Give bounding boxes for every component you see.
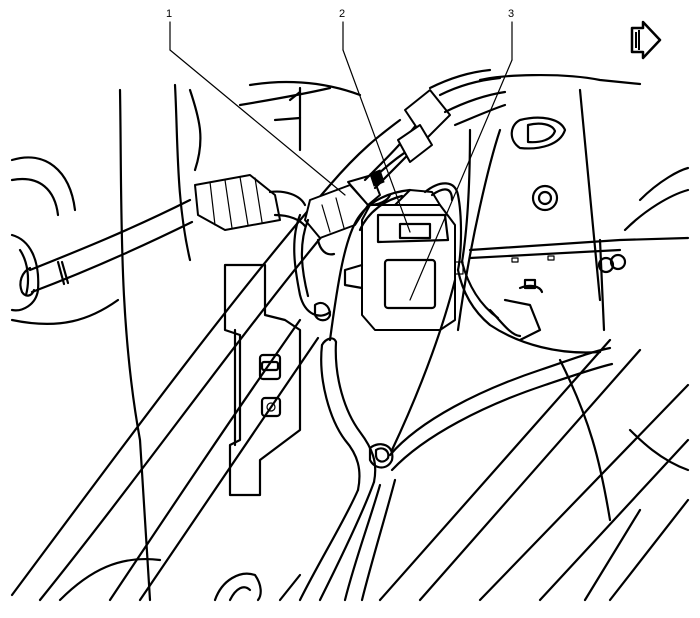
sensor-wiring-loop [293, 182, 463, 342]
pillar-trim-right [378, 338, 690, 602]
connector-lead-wires [363, 68, 507, 190]
callout-leaders [169, 21, 513, 301]
callout-1: 1 [166, 8, 172, 20]
wiring-harness-left [19, 198, 194, 297]
body-panel-right [456, 73, 690, 342]
harness-connector-left [194, 174, 307, 231]
front-of-vehicle-arrow-icon [630, 20, 662, 60]
callout-2: 2 [339, 8, 345, 20]
mounting-bracket [223, 263, 302, 497]
side-impact-sensor [343, 189, 456, 331]
lower-panel [58, 558, 302, 602]
body-panel-top [238, 80, 362, 152]
body-panel-left [10, 83, 202, 602]
harness-bundle-lower [298, 337, 397, 602]
harness-branch-right [388, 128, 614, 472]
callout-3: 3 [508, 8, 514, 20]
